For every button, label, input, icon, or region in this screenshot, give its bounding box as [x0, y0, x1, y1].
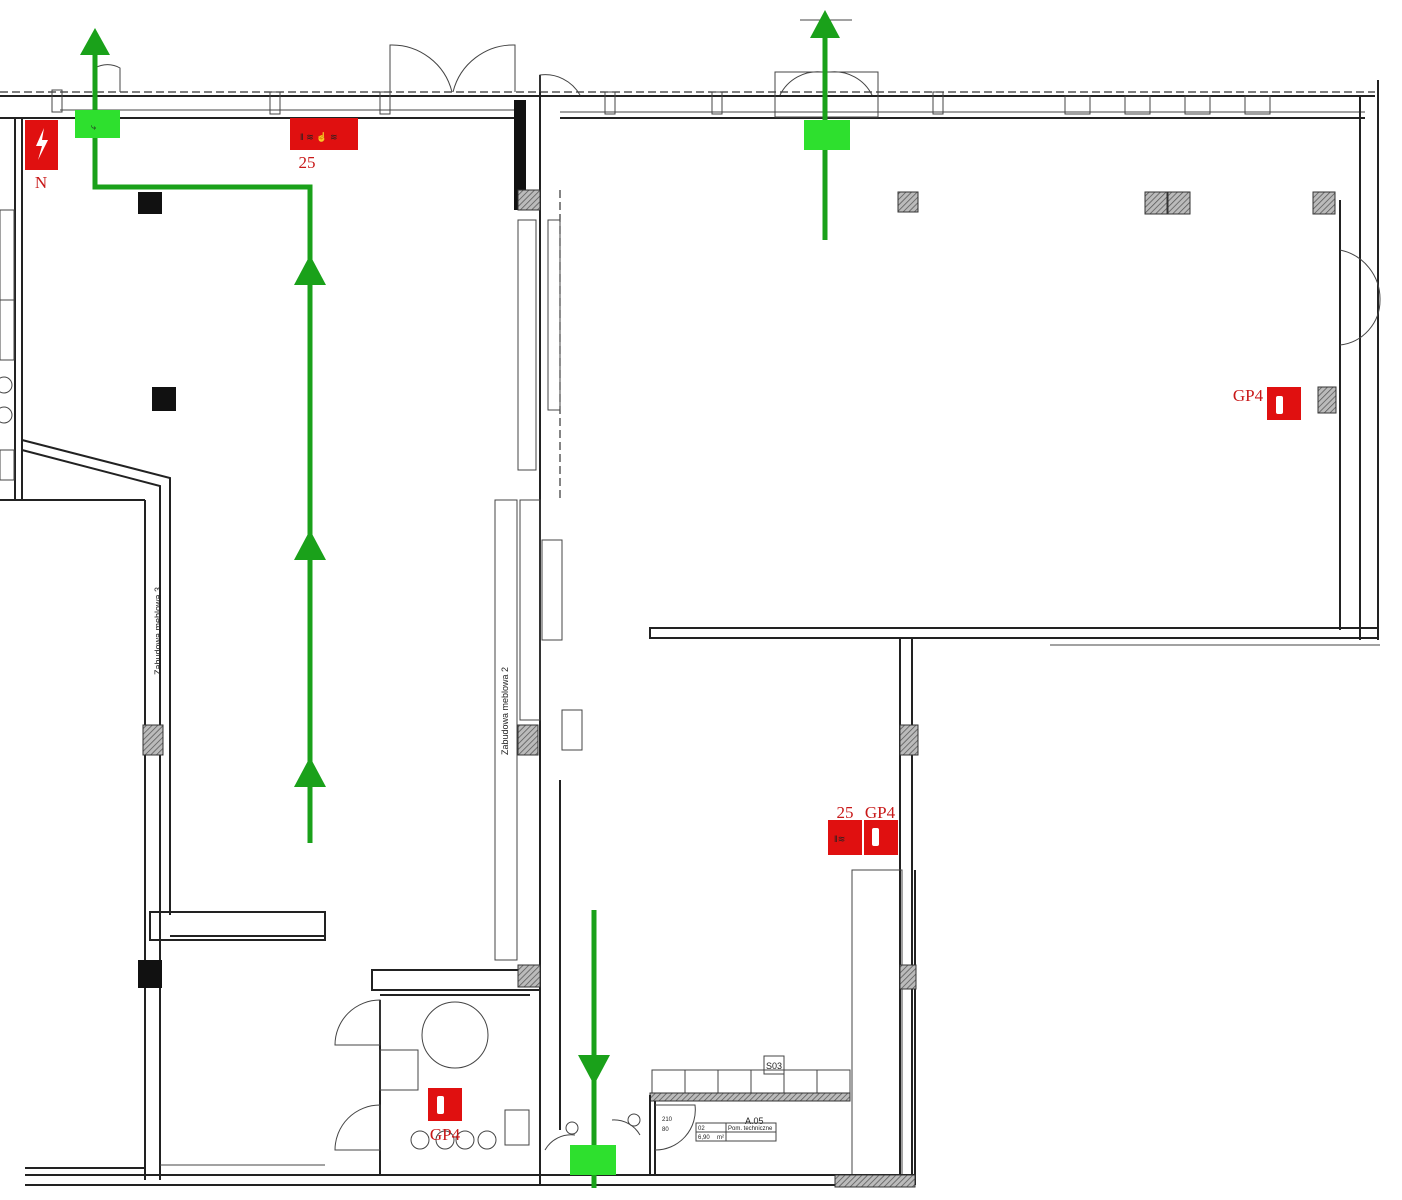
arrow-up-icon: [810, 10, 840, 38]
arrow-up-icon: [294, 255, 326, 285]
room-number: 02: [698, 1126, 705, 1132]
fire-extinguisher-sign-icon: [428, 1088, 462, 1121]
exit-sign-icon: [570, 1145, 616, 1175]
walls: [0, 19, 1381, 1186]
fire-extinguisher-sign-icon: [864, 820, 898, 855]
room-name: Pom. techniczne: [728, 1126, 773, 1132]
sign-label: 25: [837, 803, 854, 822]
svg-text:⤷: ⤷: [91, 122, 97, 132]
lightning-icon: [36, 128, 48, 160]
arrow-up-icon: [294, 530, 326, 560]
door-width: 80: [662, 1127, 669, 1133]
cabinet-code: S03: [766, 1061, 782, 1071]
fire-safety-signs: N ‖ ≋ ☝ ≋ 25 GP4 ‖≋ 25 GP4 GP4: [25, 118, 1301, 1144]
emergency-exit-signs: ⤷: [75, 110, 850, 1175]
furniture-label: Zabudowa meblowa 2: [500, 667, 510, 755]
fire-extinguisher-sign-icon: [1267, 387, 1301, 420]
door-height: 210: [662, 1117, 673, 1123]
arrow-down-icon: [578, 1055, 610, 1085]
sign-label: GP4: [865, 803, 896, 822]
columns: [138, 189, 1337, 1188]
exit-sign-icon: [75, 110, 120, 138]
furniture-label: Zabudowa meblowa 3: [153, 587, 163, 675]
exit-sign-icon: [804, 120, 850, 150]
escape-routes: [80, 10, 840, 1188]
room-label: S03 A.05 02 Pom. techniczne 6,90 m² 210 …: [662, 1055, 785, 1142]
room-code: A.05: [745, 1116, 764, 1126]
room-area: 6,90: [698, 1135, 710, 1141]
arrow-up-icon: [294, 757, 326, 787]
sign-label: GP4: [430, 1125, 461, 1144]
sign-label: N: [35, 173, 47, 192]
fire-hydrant-sign-icon: [290, 118, 358, 150]
room-area-unit: m²: [717, 1135, 724, 1141]
fire-hydrant-sign-icon: [828, 820, 862, 855]
arrow-up-icon: [80, 28, 110, 55]
svg-text:‖≋: ‖≋: [834, 834, 845, 844]
sign-label: GP4: [1233, 386, 1264, 405]
sign-label: 25: [299, 153, 316, 172]
svg-text:‖ ≋ ☝ ≋: ‖ ≋ ☝ ≋: [300, 131, 338, 143]
